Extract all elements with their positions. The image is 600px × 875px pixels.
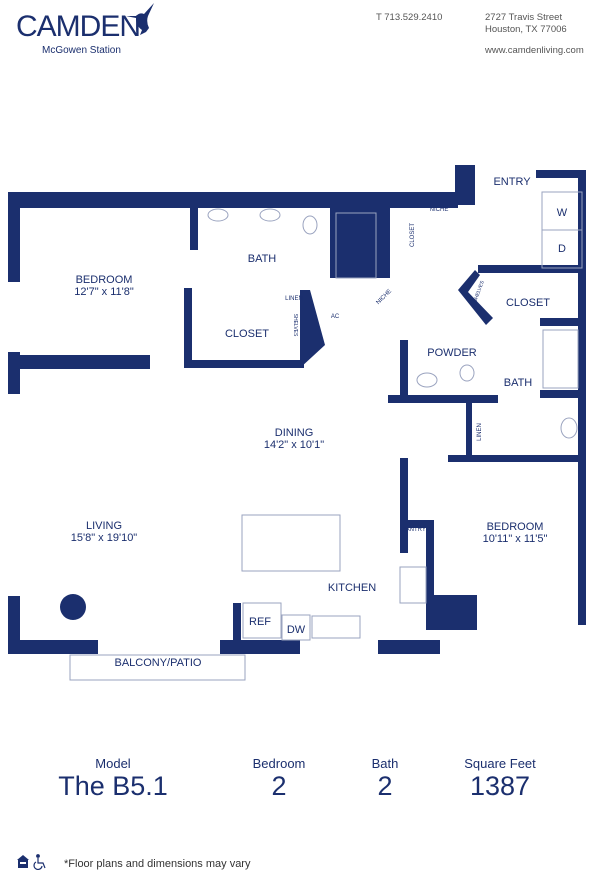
room-label: KITCHEN [328, 582, 376, 594]
stat-label: Bath [371, 756, 399, 771]
camden-logo: CAMDEN [16, 10, 141, 43]
stat-value: 1387 [469, 771, 531, 801]
room-label: REF [249, 616, 271, 628]
room-label: LIVING [86, 520, 122, 532]
phone: T 713.529.2410 [376, 12, 443, 23]
address-line1: 2727 Travis Street [485, 12, 563, 23]
room-label: CLOSET [225, 328, 269, 340]
walls [8, 165, 586, 654]
stat-label: Bedroom [252, 756, 306, 771]
wheelchair-accessible-icon [33, 854, 46, 870]
room-dims: 12'7" x 11'8" [74, 286, 134, 298]
room-label: W [557, 207, 568, 219]
floor-plan: BEDROOM 12'7" x 11'8" BATH CLOSET LINEN … [8, 165, 586, 681]
disclaimer: *Floor plans and dimensions may vary [64, 858, 251, 870]
room-label: BEDROOM [487, 521, 544, 533]
stat-label: Square Feet [464, 756, 536, 771]
room-dims: 14'2" x 10'1" [264, 439, 324, 451]
column [60, 594, 86, 620]
address-line2: Houston, TX 77006 [485, 24, 567, 35]
room-label: NICHE [376, 289, 393, 306]
stat-model: Model The B5.1 [43, 756, 183, 801]
room-label: AC [331, 314, 340, 320]
stat-label: Model [95, 756, 131, 771]
equal-housing-icon [17, 855, 29, 868]
stat-value: 2 [377, 771, 393, 801]
stat-value: The B5.1 [58, 771, 168, 801]
room-label: D [558, 243, 566, 255]
room-label: DW [287, 624, 306, 636]
room-label: LINEN [477, 423, 483, 441]
website[interactable]: www.camdenliving.com [485, 45, 584, 56]
room-label: PANTRY [402, 527, 426, 533]
stat-bedroom: Bedroom 2 [209, 756, 349, 801]
room-label: NICHE [430, 207, 449, 213]
room-label: CLOSET [506, 297, 550, 309]
community-name: McGowen Station [42, 45, 121, 56]
room-label: BEDROOM [76, 274, 133, 286]
stat-square-feet: Square Feet 1387 [430, 756, 570, 801]
room-label: LINEN [285, 296, 303, 302]
room-label: SHELVES [292, 314, 298, 337]
room-label: DINING [275, 427, 314, 439]
hummingbird-icon [126, 3, 154, 35]
room-label: POWDER [427, 347, 477, 359]
room-label: BALCONY/PATIO [114, 657, 201, 669]
room-label: ENTRY [493, 176, 531, 188]
room-label: SHELVES [472, 279, 486, 303]
room-label: CLOSET [410, 223, 416, 247]
room-dims: 15'8" x 19'10" [71, 532, 138, 544]
room-dims: 10'11" x 11'5" [483, 533, 548, 545]
room-label: BATH [504, 377, 533, 389]
room-label: BATH [248, 253, 277, 265]
stat-value: 2 [271, 771, 287, 801]
stat-bath: Bath 2 [315, 756, 455, 801]
